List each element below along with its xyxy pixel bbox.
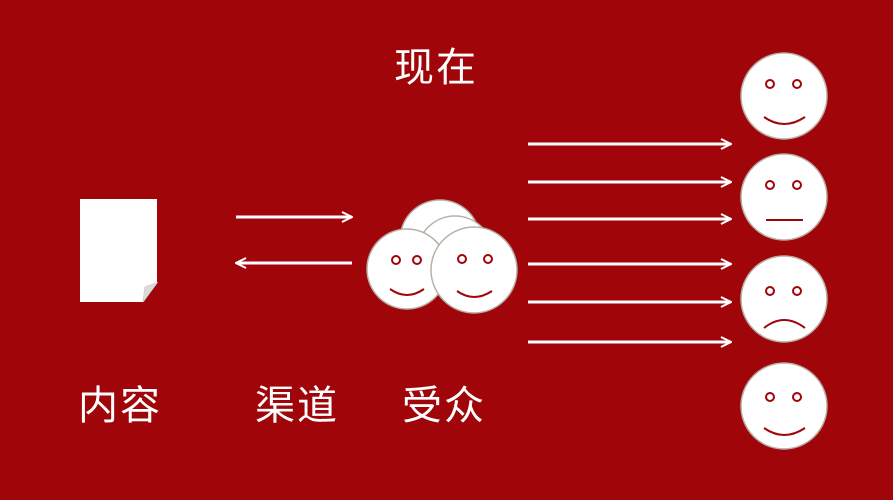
face-neutral-icon [740,153,828,241]
distribution-arrows [528,144,731,342]
face-right-icon [430,226,518,314]
face-sad-icon [740,255,828,343]
diagram-title: 现在 [394,45,478,91]
label-channel: 渠道 [255,383,339,429]
document-icon [80,199,159,303]
audience-group-icon [366,199,518,314]
face-left-icon [366,228,448,310]
label-content: 内容 [78,383,162,429]
label-audience: 受众 [402,383,486,429]
face-happy-top-icon [740,52,828,140]
face-happy-bottom-icon [740,362,828,450]
channel-arrows [236,217,352,263]
